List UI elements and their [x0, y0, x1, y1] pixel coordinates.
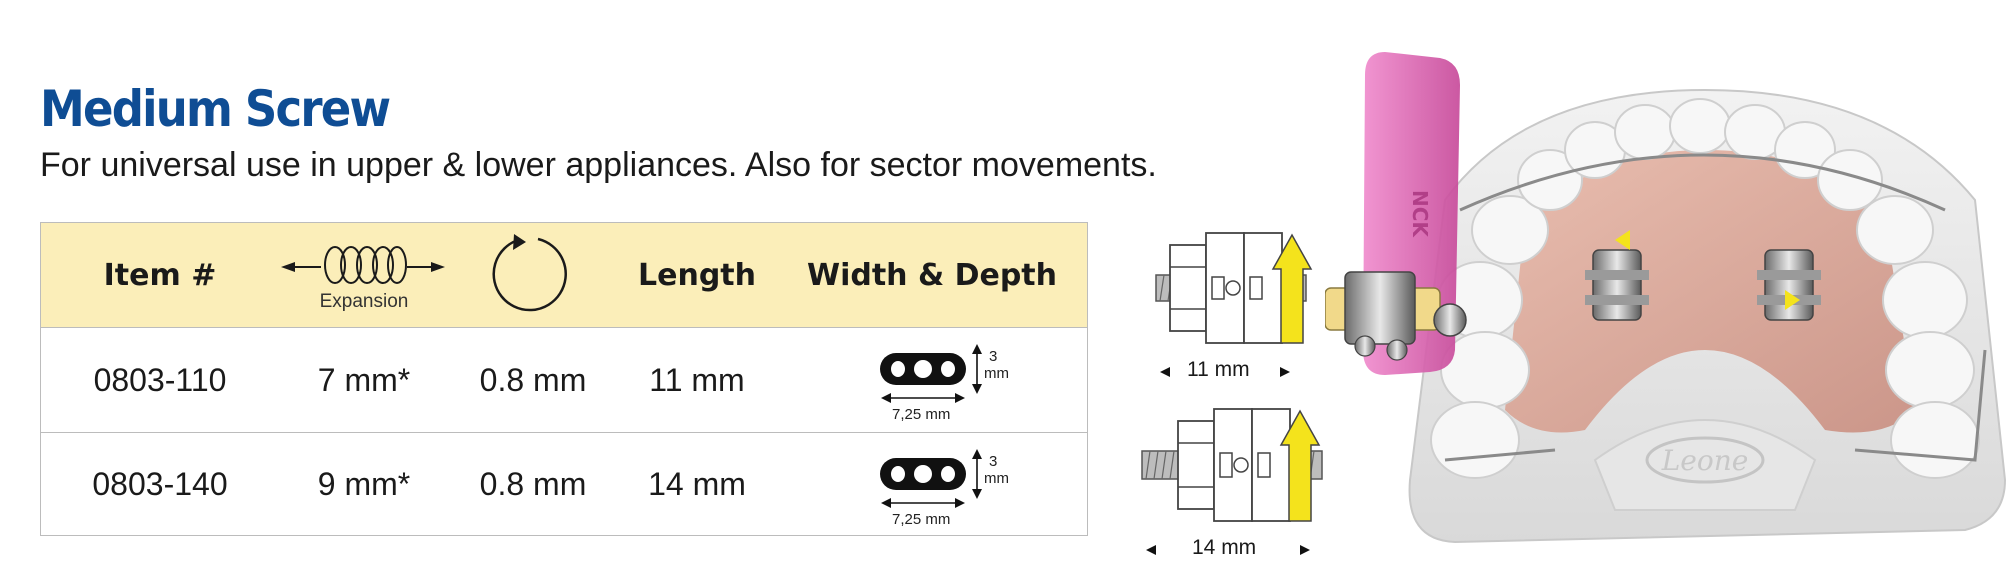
- width-depth-cell: 3 mm 7,25 mm: [777, 433, 1087, 536]
- depth-unit: mm: [984, 365, 1009, 382]
- spring-expansion-icon: [281, 246, 445, 284]
- width-value: 7,25 mm: [892, 406, 951, 423]
- key-lettering: NCK: [1408, 190, 1432, 238]
- length-value: 11 mm: [649, 361, 745, 398]
- table-row: 0803-140 9 mm* 0.8 mm 14 mm 3 mm: [41, 433, 1087, 536]
- width-value: 7,25 mm: [892, 510, 951, 528]
- dimension-arrow-14mm: [1146, 545, 1310, 555]
- page-subtitle: For universal use in upper & lower appli…: [40, 146, 1157, 184]
- col-item: Item #: [103, 257, 217, 293]
- depth-value: 3: [989, 452, 998, 470]
- length-value: 14 mm: [648, 466, 746, 502]
- depth-value: 3: [989, 348, 998, 365]
- item-number: 0803-140: [92, 466, 228, 502]
- screw-cross-section-icon: [880, 448, 982, 508]
- rotation-circle-icon: [492, 234, 567, 312]
- item-number: 0803-110: [93, 361, 227, 398]
- width-depth-cell: 3 mm 7,25 mm: [777, 328, 1087, 432]
- col-per-turn: [449, 223, 617, 327]
- diagram-length-label: 14 mm: [1192, 536, 1257, 559]
- expansion-value: 7 mm*: [317, 361, 411, 398]
- table-header-row: Item # Expansion: [41, 223, 1087, 328]
- per-turn-value: 0.8 mm: [479, 466, 587, 502]
- diagram-length-label: 11 mm: [1187, 358, 1250, 381]
- screw-diagram-11mm: [1155, 232, 1313, 344]
- screw-cross-section-icon: [880, 344, 982, 403]
- col-expansion: Expansion: [279, 223, 449, 327]
- dimension-arrow-11mm: [1160, 367, 1290, 377]
- depth-unit: mm: [984, 469, 1009, 487]
- expansion-value: 9 mm*: [317, 466, 411, 502]
- page-title: Medium Screw: [40, 80, 391, 138]
- screw-diagram-14mm: [1141, 408, 1323, 522]
- col-length: Length: [638, 257, 756, 293]
- per-turn-value: 0.8 mm: [479, 361, 587, 398]
- leone-logo: Leone: [1661, 444, 1749, 477]
- spec-table: Item # Expansion: [40, 222, 1088, 536]
- table-row: 0803-110 7 mm* 0.8 mm 11 mm 3 mm: [41, 328, 1087, 433]
- col-width-depth: Width & Depth: [806, 257, 1058, 293]
- product-photo-dental-model: Leone NCK: [1325, 52, 2007, 544]
- expansion-label: Expansion: [319, 291, 409, 312]
